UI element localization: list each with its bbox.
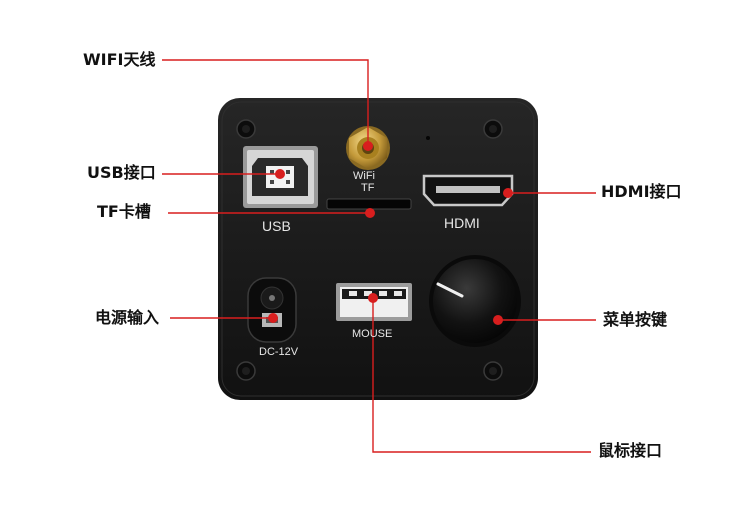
hdmi-port[interactable]	[422, 174, 514, 207]
hdmi-port-callout: HDMI接口	[601, 182, 682, 201]
corner-screw-icon	[483, 119, 503, 139]
usb-port-callout: USB接口	[87, 163, 156, 182]
menu-knob-button[interactable]	[429, 255, 521, 347]
tf-card-slot[interactable]	[326, 198, 412, 210]
mouse-panel-label: MOUSE	[352, 328, 393, 340]
hdmi-panel-label: HDMI	[444, 215, 480, 231]
power-input-callout: 电源输入	[95, 308, 160, 327]
mouse-port-leader	[372, 298, 591, 453]
mouse-port-callout: 鼠标接口	[598, 441, 663, 460]
corner-screw-icon	[483, 361, 503, 381]
menu-button-callout: 菜单按键	[603, 310, 668, 329]
dc-panel-label: DC-12V	[259, 346, 299, 358]
tf-slot-callout: TF卡槽	[97, 202, 151, 221]
corner-screw-icon	[236, 119, 256, 139]
wifi-panel-label: WiFi	[353, 170, 375, 182]
tf-panel-label: TF	[361, 182, 375, 194]
wifi-antenna-leader	[162, 59, 369, 142]
leader-lines	[162, 59, 596, 453]
wifi-antenna-callout: WIFI天线	[83, 50, 156, 69]
dc-power-jack[interactable]	[247, 277, 297, 343]
corner-screw-icon	[236, 361, 256, 381]
leader-dots	[268, 141, 513, 325]
usb-panel-label: USB	[262, 218, 291, 234]
indicator-hole	[426, 136, 430, 140]
